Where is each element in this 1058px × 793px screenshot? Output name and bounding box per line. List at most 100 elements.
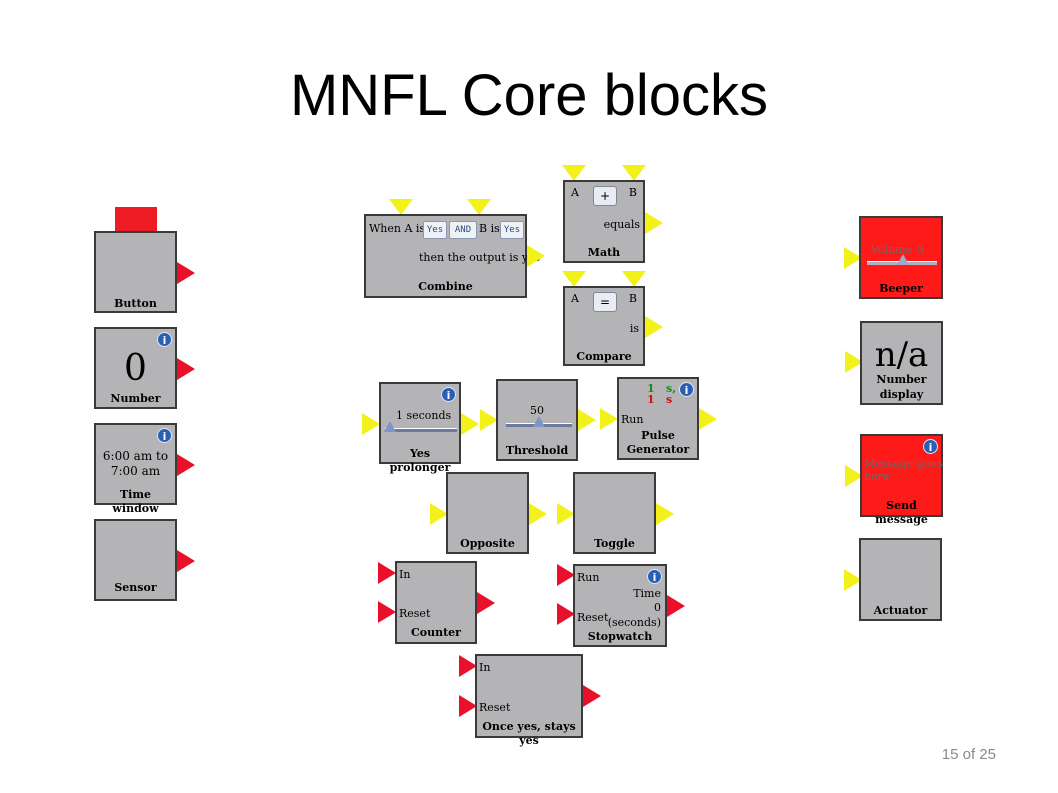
- number-block[interactable]: i 0 Number: [94, 327, 177, 409]
- combine-block[interactable]: When A is Yes AND B is Yes then the outp…: [364, 214, 540, 298]
- output-port[interactable]: [177, 358, 195, 380]
- input-port-b[interactable]: [622, 165, 646, 181]
- message-text-line1[interactable]: Message goes: [864, 457, 943, 470]
- input-port[interactable]: [844, 569, 862, 591]
- actuator-label: Actuator: [873, 604, 928, 617]
- yes-prolonger-block[interactable]: i 1 seconds Yes prolonger: [379, 382, 461, 474]
- stopwatch-reset-label: Reset: [577, 611, 609, 624]
- info-icon[interactable]: i: [157, 332, 172, 347]
- output-port[interactable]: [583, 685, 601, 707]
- input-port[interactable]: [845, 351, 863, 373]
- and-or-chip[interactable]: AND: [449, 221, 477, 239]
- input-port-a[interactable]: [389, 199, 413, 215]
- button-block-cap[interactable]: [115, 207, 157, 232]
- b-condition-chip[interactable]: Yes: [500, 221, 524, 239]
- output-port[interactable]: [578, 409, 596, 431]
- pulse-off-unit: s: [666, 393, 673, 406]
- send-message-block[interactable]: i Message goes here Send message: [860, 434, 943, 526]
- run-input-port[interactable]: [557, 564, 575, 586]
- threshold-value: 50: [530, 404, 544, 417]
- input-port[interactable]: [480, 409, 498, 431]
- output-port[interactable]: [667, 595, 685, 617]
- compare-is-text: is: [629, 322, 639, 335]
- once-yes-reset-label: Reset: [479, 701, 511, 714]
- button-block[interactable]: Button: [94, 231, 177, 313]
- time-window-block[interactable]: i 6:00 am to 7:00 am Time window: [94, 423, 177, 515]
- number-display-value: n/a: [874, 335, 929, 375]
- output-port[interactable]: [645, 212, 663, 234]
- stopwatch-unit: (seconds): [607, 616, 661, 629]
- math-a-label: A: [571, 186, 579, 199]
- reset-input-port[interactable]: [378, 601, 396, 623]
- opposite-label: Opposite: [460, 537, 515, 550]
- input-port-a[interactable]: [562, 271, 586, 287]
- output-port[interactable]: [645, 316, 663, 338]
- a-condition-chip[interactable]: Yes: [423, 221, 447, 239]
- beeper-block[interactable]: Volume 5 Beeper: [859, 216, 943, 299]
- send-message-label: Send message: [875, 499, 928, 526]
- math-equals-text: equals: [603, 218, 640, 231]
- once-yes-in-label: In: [479, 661, 491, 674]
- duration-slider[interactable]: [385, 428, 457, 432]
- once-yes-label: Once yes, stays yes: [482, 720, 576, 747]
- input-port[interactable]: [844, 247, 862, 269]
- input-port-b[interactable]: [467, 199, 491, 215]
- stopwatch-run-label: Run: [577, 571, 600, 584]
- message-text-line2[interactable]: here: [864, 470, 890, 483]
- reset-input-port[interactable]: [459, 695, 477, 717]
- actuator-block[interactable]: Actuator: [859, 538, 942, 621]
- sensor-block[interactable]: Sensor: [94, 519, 177, 601]
- in-input-port[interactable]: [459, 655, 477, 677]
- output-port[interactable]: [177, 262, 195, 284]
- number-display-block[interactable]: n/a Number display: [860, 321, 943, 405]
- info-icon[interactable]: i: [923, 439, 938, 454]
- pulse-off-value: 1: [647, 393, 655, 406]
- yes-prolonger-label: Yes prolonger: [389, 447, 451, 474]
- output-port[interactable]: [699, 408, 717, 430]
- threshold-block[interactable]: 50 Threshold: [496, 379, 578, 461]
- output-port[interactable]: [656, 503, 674, 525]
- output-port[interactable]: [461, 413, 479, 435]
- info-icon[interactable]: i: [441, 387, 456, 402]
- compare-block[interactable]: A B = is Compare: [563, 286, 645, 366]
- once-yes-stays-yes-block[interactable]: In Reset Once yes, stays yes: [475, 654, 583, 747]
- info-icon[interactable]: i: [157, 428, 172, 443]
- number-block-label: Number: [110, 392, 161, 405]
- reset-input-port[interactable]: [557, 603, 575, 625]
- math-operator-button[interactable]: +: [593, 186, 617, 206]
- math-block[interactable]: A B + equals Math: [563, 180, 645, 263]
- beeper-volume-label: Volume: [871, 243, 913, 256]
- input-port-b[interactable]: [622, 271, 646, 287]
- compare-operator-button[interactable]: =: [593, 292, 617, 312]
- info-icon[interactable]: i: [647, 569, 662, 584]
- duration-slider-knob[interactable]: [384, 421, 396, 432]
- output-port[interactable]: [477, 592, 495, 614]
- output-port[interactable]: [177, 454, 195, 476]
- beeper-volume-value: 5: [917, 243, 924, 256]
- output-port[interactable]: [527, 245, 545, 267]
- counter-block[interactable]: In Reset Counter: [395, 561, 477, 644]
- beeper-label: Beeper: [879, 282, 923, 295]
- input-port[interactable]: [362, 413, 380, 435]
- stopwatch-block[interactable]: i Run Time 0 Reset (seconds) Stopwatch: [573, 564, 667, 647]
- threshold-slider-knob[interactable]: [533, 416, 545, 427]
- opposite-block[interactable]: Opposite: [446, 472, 529, 554]
- input-port[interactable]: [430, 503, 448, 525]
- info-icon[interactable]: i: [679, 382, 694, 397]
- input-port[interactable]: [845, 465, 863, 487]
- output-port[interactable]: [177, 550, 195, 572]
- output-port[interactable]: [529, 503, 547, 525]
- volume-slider-knob[interactable]: [897, 254, 909, 265]
- input-port-a[interactable]: [562, 165, 586, 181]
- pulse-generator-block[interactable]: i 1 s, 1 s Run Pulse Generator: [617, 377, 699, 460]
- math-b-label: B: [628, 186, 637, 199]
- input-port[interactable]: [557, 503, 575, 525]
- combine-b-is-text: B is: [479, 222, 500, 235]
- counter-reset-label: Reset: [399, 607, 431, 620]
- in-input-port[interactable]: [378, 562, 396, 584]
- run-input-port[interactable]: [600, 408, 618, 430]
- pulse-generator-label1: Pulse: [641, 429, 675, 442]
- pulse-on-value: 1: [647, 382, 655, 395]
- toggle-block[interactable]: Toggle: [573, 472, 656, 554]
- pulse-on-unit: s,: [666, 382, 677, 395]
